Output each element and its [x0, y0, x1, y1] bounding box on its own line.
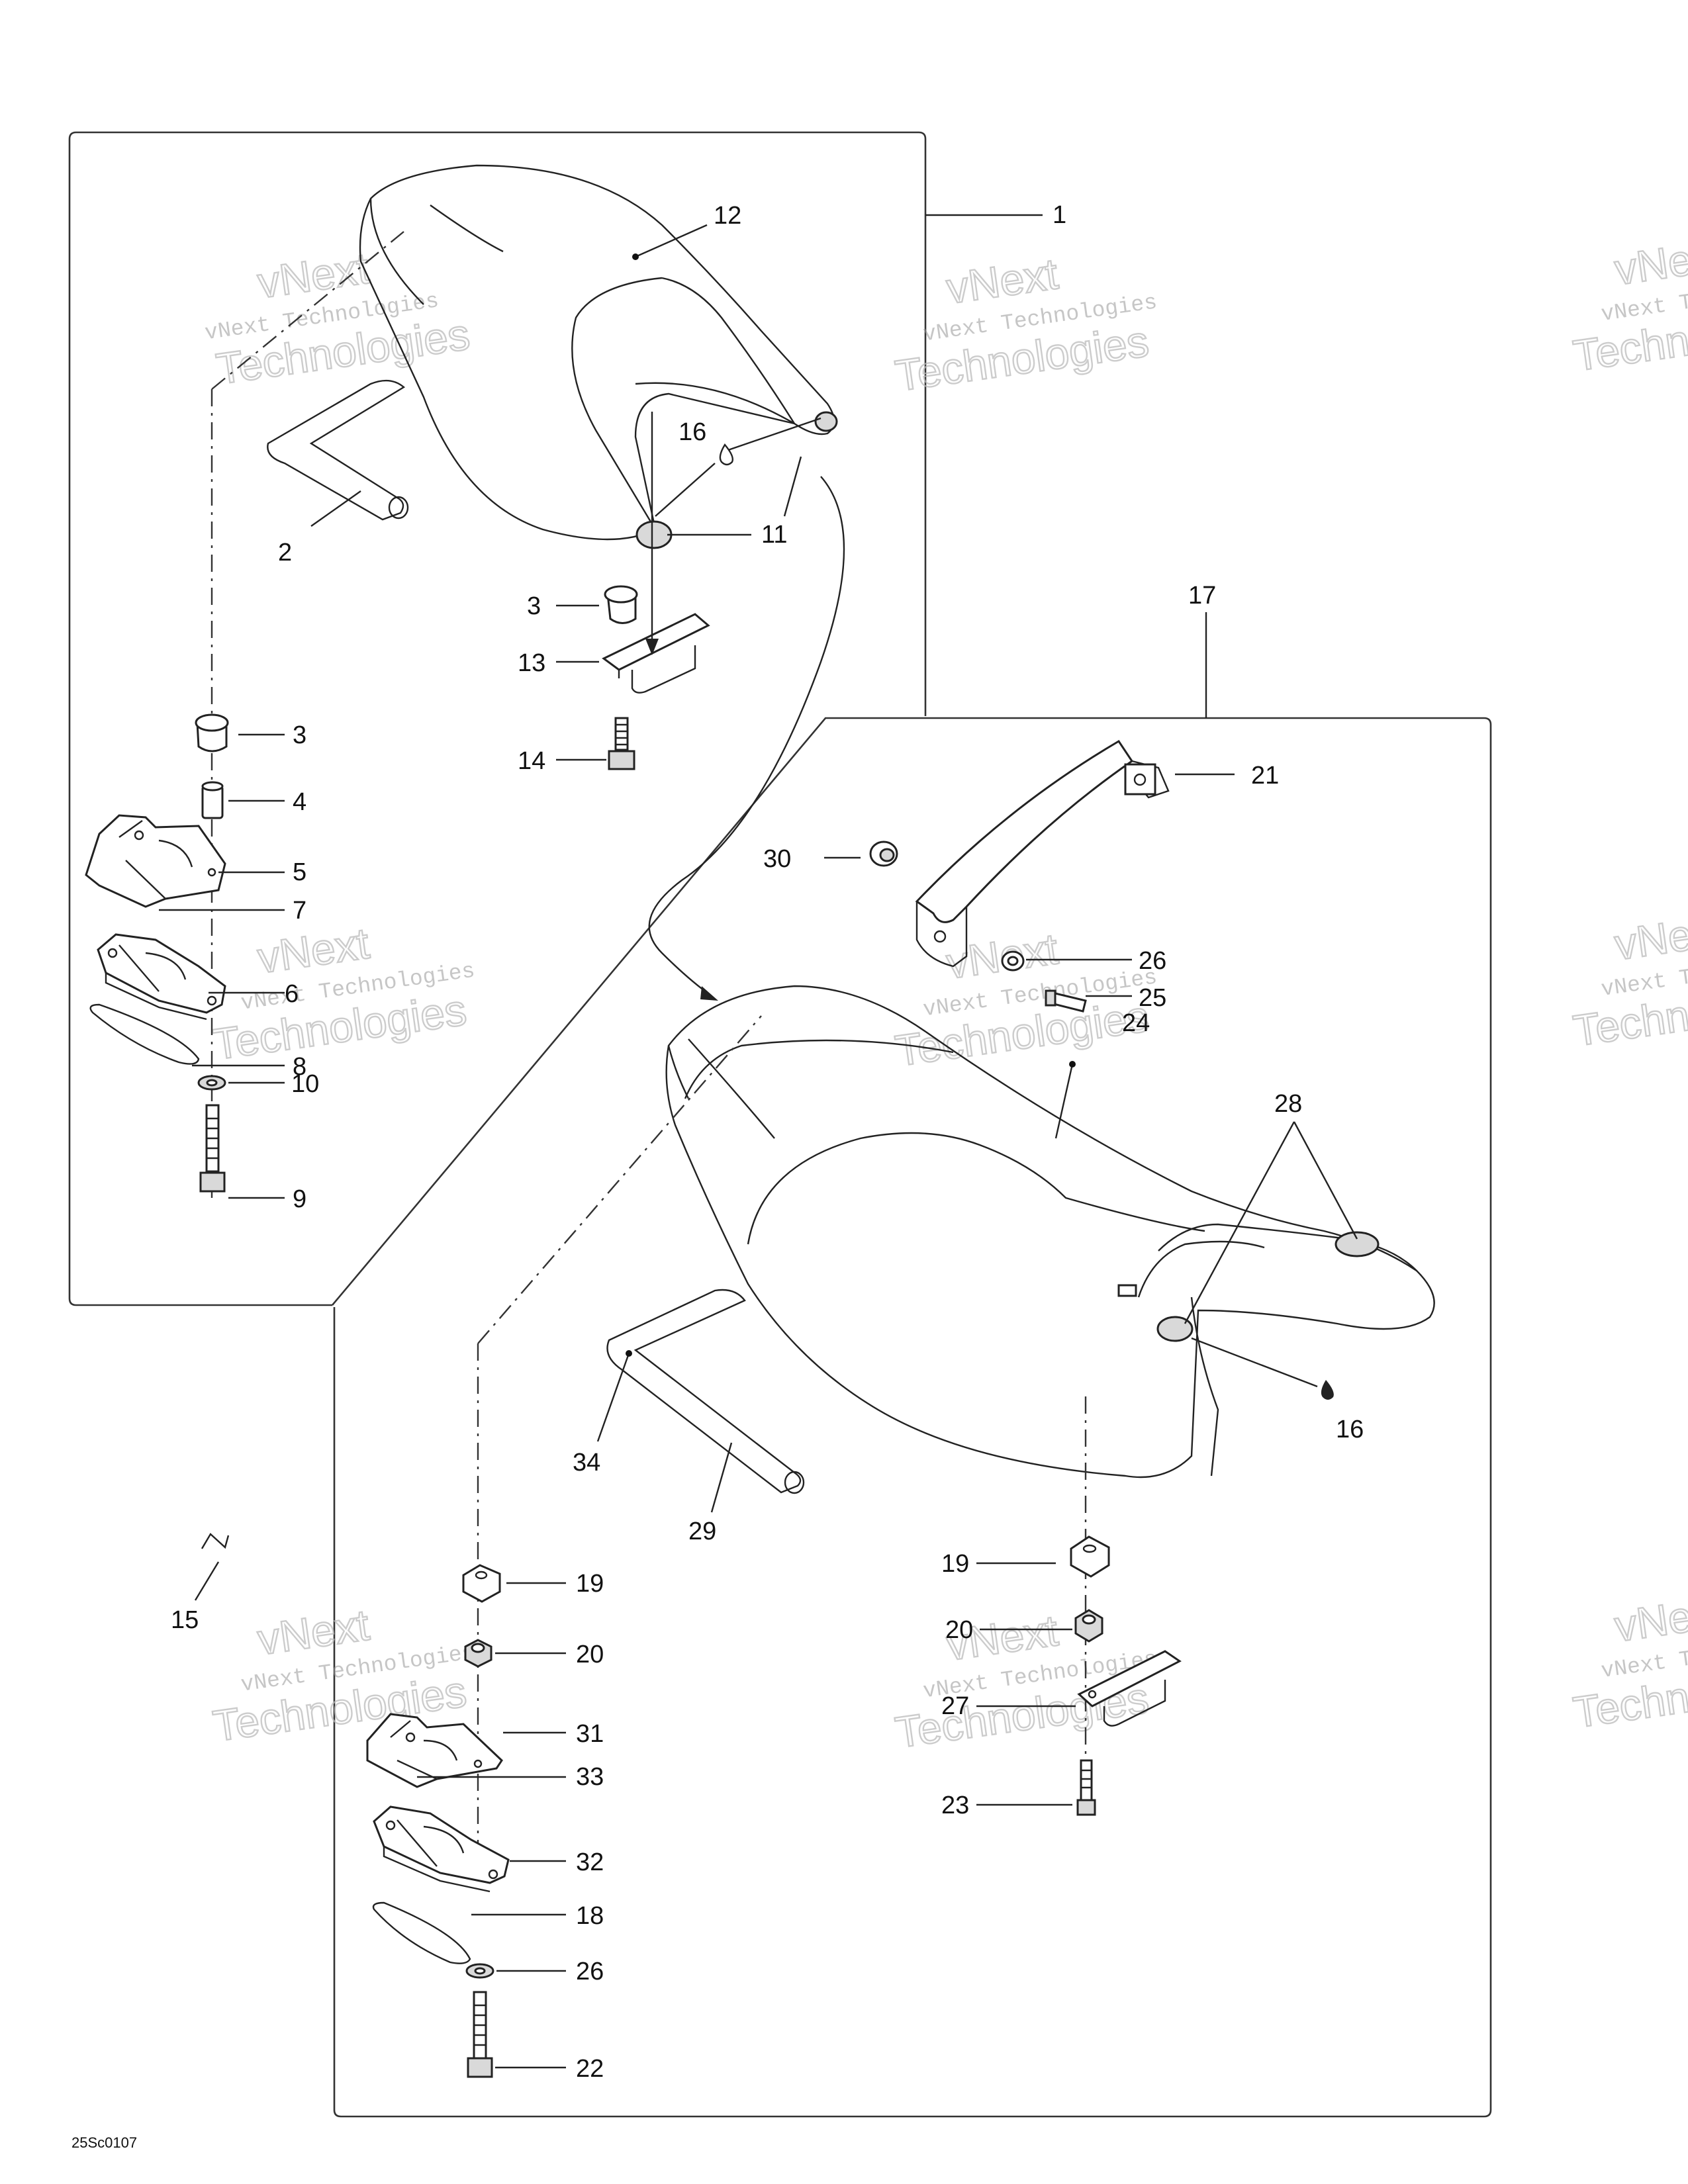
cable-8	[89, 1003, 200, 1065]
callout-19: 19	[576, 1570, 604, 1598]
callout-24: 24	[1122, 1009, 1150, 1037]
cable-18	[372, 1901, 471, 1964]
callout-21: 21	[1251, 762, 1279, 790]
grab-handle-21	[915, 739, 1170, 968]
callout-9: 9	[293, 1185, 306, 1213]
assembly-frame-17	[332, 717, 1492, 2118]
bolt-22	[467, 1991, 493, 2078]
seat-24	[665, 985, 1435, 1479]
svg-text:vNext: vNext	[255, 1600, 372, 1664]
hex-nut-20a	[464, 1639, 492, 1668]
callout-4: 4	[293, 788, 306, 816]
watermark: vNext Technologies Technologies vNext	[892, 923, 1159, 1076]
watermark: vNext Technologies Technologies vNext	[203, 242, 473, 394]
callout-13: 13	[518, 649, 545, 677]
rod-2	[267, 379, 409, 521]
callout-dots	[626, 253, 1076, 1357]
leader-lines	[159, 224, 1358, 2069]
callout-30: 30	[763, 845, 791, 873]
callout-20: 20	[945, 1616, 973, 1644]
callout-27: 27	[941, 1692, 969, 1720]
callout-7: 7	[293, 897, 306, 925]
callout-28: 28	[1274, 1090, 1302, 1118]
seat-cover-12	[359, 164, 838, 549]
watermark: vNext Technologies Technologies vNext	[209, 917, 477, 1069]
washer-26b	[465, 1963, 494, 1979]
bracket-13	[602, 613, 710, 694]
screw-25	[1045, 989, 1087, 1013]
washer-10	[197, 1075, 226, 1091]
square-nut-19a	[462, 1564, 501, 1603]
callout-17: 17	[1188, 582, 1216, 610]
callout-15: 15	[171, 1606, 199, 1634]
callout-14: 14	[518, 747, 545, 775]
latch-base-6	[97, 933, 226, 1021]
callout-32: 32	[576, 1848, 604, 1876]
watermark: vNext Technologies Technologies vNext	[1570, 229, 1688, 381]
assembly-frame-1	[68, 131, 927, 1306]
svg-text:vNext: vNext	[943, 249, 1060, 313]
reference-symbol-15	[201, 1533, 230, 1549]
bolt-9	[199, 1104, 226, 1193]
callout-1: 1	[1053, 201, 1066, 229]
bumper-3a	[604, 585, 638, 624]
watermark: vNext Technologies Technologies vNext	[1570, 904, 1688, 1056]
diagram-code: 25Sc0107	[71, 2134, 137, 2151]
callout-3: 3	[293, 721, 306, 749]
callout-5: 5	[293, 858, 306, 886]
hex-nut-20b	[1074, 1609, 1103, 1643]
callout-20: 20	[576, 1641, 604, 1668]
latch-plate-31	[366, 1713, 503, 1788]
adhesive-drop-16b	[1321, 1380, 1334, 1400]
callout-numbers: 1 12 2 16 11 3 13 14 3 4 5 7 6 8 10 9 17…	[171, 201, 1364, 2083]
callout-10: 10	[291, 1070, 319, 1098]
callout-8: 8	[293, 1053, 306, 1081]
callout-3: 3	[527, 592, 541, 620]
callout-23: 23	[941, 1792, 969, 1819]
callout-26: 26	[576, 1958, 604, 1985]
washer-26a	[1001, 950, 1025, 972]
square-nut-19b	[1070, 1535, 1110, 1578]
callout-25: 25	[1139, 984, 1166, 1012]
svg-text:vNext: vNext	[1612, 1587, 1688, 1651]
callout-11: 11	[761, 521, 787, 549]
callout-22: 22	[576, 2055, 604, 2083]
bracket-27	[1077, 1650, 1182, 1727]
callout-18: 18	[576, 1902, 604, 1930]
assembly-line	[477, 1015, 762, 1344]
assembly-line	[211, 231, 404, 390]
callout-34: 34	[573, 1449, 600, 1477]
svg-text:vNext: vNext	[1612, 905, 1688, 970]
callout-33: 33	[576, 1763, 604, 1791]
callout-6: 6	[285, 980, 299, 1008]
watermark: vNext Technologies Technologies vNext	[1570, 1586, 1688, 1737]
svg-text:vNext: vNext	[255, 244, 372, 308]
watermark: vNext Technologies Technologies vNext	[892, 248, 1159, 401]
svg-text:vNext: vNext	[943, 924, 1060, 988]
adhesive-drop-16a	[719, 443, 734, 466]
callout-12: 12	[714, 202, 741, 230]
callout-16: 16	[1336, 1416, 1364, 1443]
arrowhead	[700, 986, 718, 1001]
callout-19: 19	[941, 1550, 969, 1578]
spacer-4	[201, 781, 224, 819]
callout-26: 26	[1139, 947, 1166, 975]
bolt-23	[1076, 1759, 1096, 1816]
latch-plate-5	[85, 814, 226, 908]
callout-2: 2	[278, 539, 292, 567]
grommet-30	[869, 841, 898, 867]
rod-29	[606, 1289, 805, 1494]
bolt-14	[608, 717, 635, 770]
latch-base-32	[373, 1805, 510, 1893]
bumper-3b	[195, 713, 229, 752]
callout-29: 29	[688, 1518, 716, 1545]
svg-text:vNext: vNext	[255, 919, 372, 983]
assembly-arrow	[648, 476, 845, 997]
callout-16: 16	[679, 418, 706, 446]
svg-text:vNext: vNext	[1612, 230, 1688, 295]
callout-31: 31	[576, 1720, 604, 1748]
arrowhead	[645, 639, 659, 655]
